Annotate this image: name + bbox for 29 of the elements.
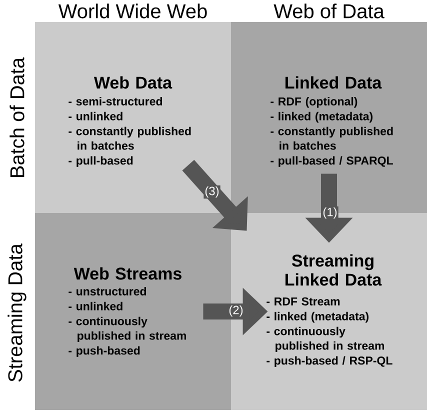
quadrant-panel [35, 213, 231, 410]
bullet-item: - continuously published in stream [266, 326, 384, 352]
bullet-item: - push-based / RSP-QL [266, 356, 392, 367]
bullet-item: - unlinked [68, 112, 122, 120]
bullet-item: - continuously published in stream [68, 316, 186, 342]
bullet-item: - unlinked [68, 302, 122, 310]
heading: Streaming Linked Data [286, 254, 382, 286]
edge-label: (2) [228, 304, 244, 318]
bullet-item: - semi-structured [68, 97, 162, 106]
bullet-item: - linked (metadata) [266, 312, 368, 323]
bullet-item: - push-based [68, 346, 140, 357]
bullet-item: - RDF Stream [266, 297, 340, 306]
axis-header: Batch of Data [10, 57, 24, 177]
quadrant-panel [35, 22, 231, 213]
axis-header: Streaming Data [8, 244, 26, 382]
bullet-item: - RDF (optional) [270, 97, 358, 108]
bullet-item: - unstructured [68, 287, 146, 296]
edge-label: (1) [322, 206, 338, 220]
bullet-item: - constantly published in batches [68, 126, 191, 150]
heading: Linked Data [286, 76, 382, 89]
axis-header: World Wide Web [58, 4, 207, 18]
axis-header: Web of Data [274, 4, 384, 18]
bullet-item: - constantly published in batches [270, 126, 393, 150]
bullet-item: - pull-based [68, 156, 133, 167]
bullet-item: - linked (metadata) [270, 112, 372, 123]
heading: Web Data [94, 76, 172, 89]
bullet-item: - pull-based / SPARQL [270, 156, 393, 167]
heading: Web Streams [74, 267, 182, 280]
edge-label: (3) [204, 185, 220, 199]
